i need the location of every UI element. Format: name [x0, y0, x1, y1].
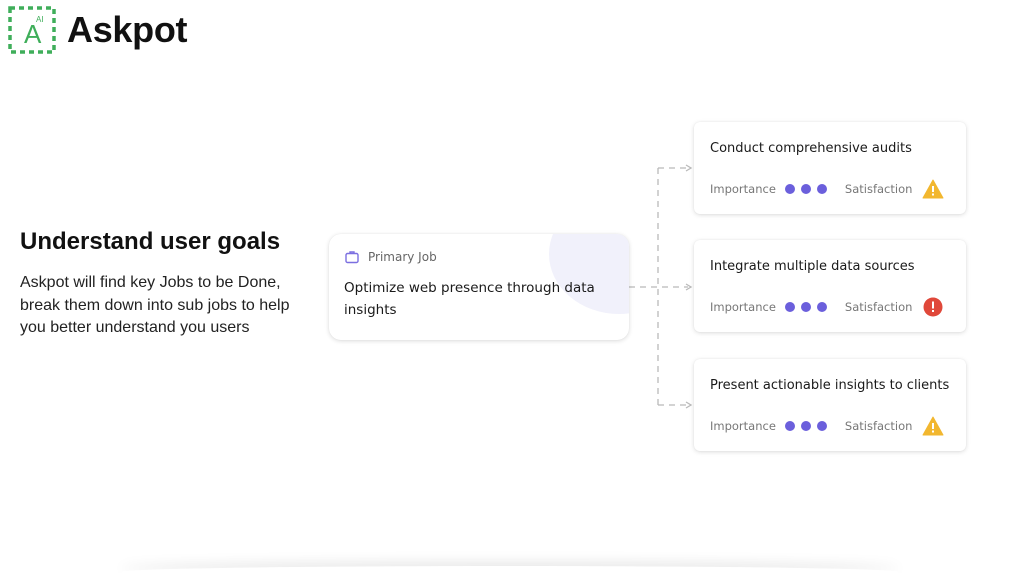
importance-dot — [784, 421, 795, 431]
sub-job-card[interactable]: Conduct comprehensive audits Importance … — [694, 122, 966, 214]
sub-job-title: Conduct comprehensive audits — [710, 141, 912, 156]
importance-dot — [816, 302, 827, 312]
sub-job-card[interactable]: Present actionable insights to clients I… — [694, 359, 966, 451]
sub-job-metrics: Importance Satisfaction — [710, 416, 944, 436]
brand-logo[interactable]: A AI Askpot — [8, 6, 188, 54]
primary-job-label-row: Primary Job — [345, 250, 437, 264]
importance-dot — [784, 302, 795, 312]
logo-mark-sup: AI — [36, 15, 44, 24]
warning-icon — [922, 416, 944, 436]
satisfaction-label: Satisfaction — [844, 300, 913, 314]
importance-dot — [800, 302, 811, 312]
brand-name: Askpot — [67, 9, 188, 50]
logo-mark-letter: A — [24, 19, 42, 49]
importance-dot — [816, 184, 827, 194]
importance-rating — [784, 184, 833, 194]
importance-dot — [800, 184, 811, 194]
sub-job-metrics: Importance Satisfaction — [710, 297, 944, 317]
importance-rating — [784, 421, 833, 431]
section-description: Askpot will find key Jobs to be Done, br… — [20, 274, 290, 336]
importance-label: Importance — [710, 300, 776, 314]
logo-mark-icon: A AI — [8, 6, 56, 54]
primary-job-card[interactable]: Primary Job Optimize web presence throug… — [329, 234, 629, 340]
importance-dot — [784, 184, 795, 194]
primary-job-title: Optimize web presence through data insig… — [344, 280, 595, 318]
importance-label: Importance — [710, 419, 776, 433]
sub-job-metrics: Importance Satisfaction — [710, 179, 944, 199]
importance-rating — [784, 302, 833, 312]
primary-job-label: Primary Job — [368, 250, 437, 264]
briefcase-icon — [345, 250, 359, 264]
section-heading: Understand user goals — [20, 228, 281, 255]
sub-job-title: Integrate multiple data sources — [710, 259, 915, 274]
sub-job-title: Present actionable insights to clients — [710, 378, 950, 393]
satisfaction-label: Satisfaction — [844, 182, 913, 196]
importance-label: Importance — [710, 182, 776, 196]
sub-job-card[interactable]: Integrate multiple data sources Importan… — [694, 240, 966, 332]
importance-dot — [816, 421, 827, 431]
bottom-panel-edge — [120, 566, 900, 573]
satisfaction-label: Satisfaction — [844, 419, 913, 433]
alert-icon — [922, 297, 944, 317]
warning-icon — [922, 179, 944, 199]
importance-dot — [800, 421, 811, 431]
